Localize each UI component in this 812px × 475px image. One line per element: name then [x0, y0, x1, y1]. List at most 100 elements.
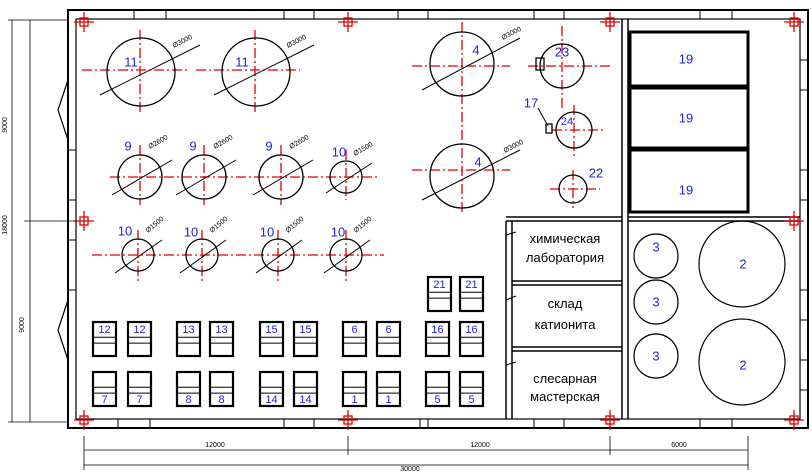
tank-11-label: 11 — [235, 55, 249, 70]
pump-label: 16 — [465, 324, 477, 336]
pump-unit: 16 — [424, 320, 451, 358]
tank-diameter: Ø2600 — [148, 134, 170, 151]
pump-unit: 14 — [292, 370, 319, 408]
tank-23-label: 23 — [555, 45, 569, 60]
tank-24-label: 24 — [561, 116, 573, 128]
room-workshop: слесарная — [533, 371, 597, 386]
tanks-19: 19 19 19 — [628, 30, 750, 214]
tank-10-label: 10 — [260, 225, 274, 240]
room-chem-lab: химическая — [530, 231, 601, 246]
vessel-3-label: 3 — [652, 349, 659, 364]
pump-label: 14 — [265, 394, 277, 406]
tank-9-label: 9 — [265, 139, 272, 154]
tank-9-label: 9 — [189, 139, 196, 154]
tank-diameter: Ø1500 — [209, 216, 230, 235]
tank-11-label: 11 — [124, 55, 138, 70]
room-chem-lab: лаборатория — [526, 250, 604, 265]
vessel-2-label: 2 — [739, 257, 746, 272]
pump-unit: 5 — [458, 370, 485, 408]
pump-label: 6 — [351, 324, 357, 336]
pump-label: 21 — [465, 279, 477, 291]
pump-label: 7 — [136, 394, 142, 406]
dim-left-lower: 9000 — [19, 317, 26, 333]
pump-unit: 14 — [258, 370, 285, 408]
tank-10-label: 10 — [118, 224, 132, 239]
pump-unit: 1 — [341, 370, 368, 408]
tank-10-label: 10 — [184, 225, 198, 240]
dim-left-upper: 9000 — [2, 117, 9, 133]
outer-walls — [57, 9, 809, 429]
pump-unit: 6 — [341, 320, 368, 358]
pump-label: 14 — [299, 394, 311, 406]
pump-label: 21 — [433, 279, 445, 291]
dim-bottom-total: 30000 — [400, 466, 420, 473]
pump-unit: 15 — [258, 320, 285, 358]
pump-unit: 6 — [375, 320, 402, 358]
tank-diameter: Ø1500 — [353, 216, 374, 235]
pump-unit: 12 — [126, 320, 153, 358]
pump-label: 8 — [185, 394, 191, 406]
pump-unit: 21 — [458, 275, 485, 313]
pump-label: 6 — [385, 324, 391, 336]
pump-unit: 8 — [175, 370, 202, 408]
tank-diameter: Ø3000 — [503, 139, 525, 155]
pump-label: 5 — [434, 394, 440, 406]
room-cation-store: катионита — [535, 317, 597, 332]
tank-4-label: 4 — [474, 155, 481, 170]
pump-unit: 21 — [426, 275, 453, 313]
dim-bottom-3: 6000 — [671, 442, 687, 449]
large-tanks: 11 11 4 4 Ø3000 Ø3000 Ø3000 Ø3000 — [99, 26, 525, 209]
tank-19-label: 19 — [679, 111, 693, 126]
tank-19-label: 19 — [679, 183, 693, 198]
room-cation-store: склад — [548, 296, 583, 311]
pump-unit: 5 — [424, 370, 451, 408]
column-markers — [74, 12, 804, 430]
pump-label: 13 — [182, 324, 194, 336]
dim-bottom-2: 12000 — [470, 442, 490, 449]
dim-left-total: 18000 — [2, 215, 9, 235]
pump-unit: 12 — [91, 320, 118, 358]
tank-diameter: Ø1500 — [145, 216, 166, 235]
pump-label: 16 — [431, 324, 443, 336]
dim-bottom-1: 12000 — [205, 442, 225, 449]
tank-19-label: 19 — [679, 52, 693, 67]
tank-diameter: Ø3000 — [501, 26, 523, 42]
mid-tanks: 9 9 9 10 10 10 10 10 Ø2600 Ø2600 Ø2600 Ø… — [111, 134, 375, 274]
tank-22-label: 22 — [589, 166, 603, 181]
tank-10-label: 10 — [332, 145, 346, 160]
tank-diameter: Ø3000 — [172, 34, 194, 50]
vessel-2-label: 2 — [739, 358, 746, 373]
pump-label: 1 — [385, 394, 391, 406]
pump-unit: 13 — [175, 320, 202, 358]
pump-label: 1 — [351, 394, 357, 406]
pump-label: 12 — [133, 324, 145, 336]
pump-unit: 16 — [458, 320, 485, 358]
pump-label: 15 — [265, 324, 277, 336]
vessel-3-label: 3 — [652, 240, 659, 255]
pump-label: 12 — [98, 324, 110, 336]
tank-diameter: Ø2600 — [213, 134, 235, 151]
pump-unit: 8 — [208, 370, 235, 408]
pump-label: 7 — [101, 394, 107, 406]
partitions — [419, 19, 800, 428]
room-labels: химическая лаборатория склад катионита с… — [526, 231, 604, 404]
special-tanks: 23 24 22 17 — [524, 43, 603, 204]
pump-unit: 13 — [208, 320, 235, 358]
pump-unit: 7 — [91, 370, 118, 408]
vessel-3-label: 3 — [652, 295, 659, 310]
tank-9-label: 9 — [124, 139, 131, 154]
tank-diameter: Ø3000 — [286, 34, 308, 50]
room-workshop: мастерская — [530, 389, 600, 404]
pump-unit: 1 — [375, 370, 402, 408]
tank-10-label: 10 — [331, 225, 345, 240]
tank-diameter: Ø2600 — [289, 134, 311, 151]
pointer-17-label: 17 — [524, 96, 538, 111]
tank-4-label: 4 — [472, 43, 479, 58]
tank-diameter: Ø1500 — [285, 216, 306, 235]
pump-label: 8 — [218, 394, 224, 406]
pump-unit: 15 — [292, 320, 319, 358]
pump-unit: 7 — [126, 370, 153, 408]
tank-diameter: Ø1500 — [353, 141, 375, 158]
dimension-lines — [8, 19, 749, 470]
